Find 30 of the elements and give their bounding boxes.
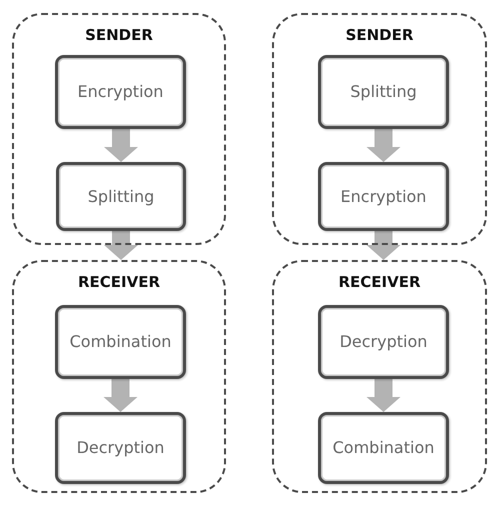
process-box xyxy=(318,412,449,484)
process-label: Encryption xyxy=(78,82,164,102)
dashed-group-panel xyxy=(272,13,487,245)
process-label: Combination xyxy=(70,332,172,352)
process-box xyxy=(56,162,186,231)
process-box xyxy=(318,162,449,231)
dashed-group-panel xyxy=(272,260,487,493)
group-title: SENDER xyxy=(85,26,153,44)
process-box xyxy=(55,412,186,484)
process-box xyxy=(318,55,449,129)
process-label: Splitting xyxy=(88,186,154,206)
block-arrow xyxy=(104,379,138,412)
process-label: Combination xyxy=(332,438,434,458)
block-arrow xyxy=(366,129,400,162)
group-title: RECEIVER xyxy=(78,273,160,291)
process-box xyxy=(55,55,186,129)
process-box xyxy=(55,305,186,379)
process-label: Decryption xyxy=(340,332,428,352)
process-label: Decryption xyxy=(76,438,164,458)
block-arrow xyxy=(104,231,138,260)
group-title: SENDER xyxy=(346,26,414,44)
dashed-group-panel xyxy=(12,13,226,245)
process-box xyxy=(318,305,449,379)
dashed-group-panel xyxy=(12,260,226,493)
block-arrow xyxy=(366,379,400,412)
block-arrow xyxy=(366,231,400,260)
process-label: Splitting xyxy=(350,82,417,102)
process-label: Encryption xyxy=(340,186,426,206)
group-title: RECEIVER xyxy=(338,273,421,291)
block-arrow xyxy=(104,129,138,162)
